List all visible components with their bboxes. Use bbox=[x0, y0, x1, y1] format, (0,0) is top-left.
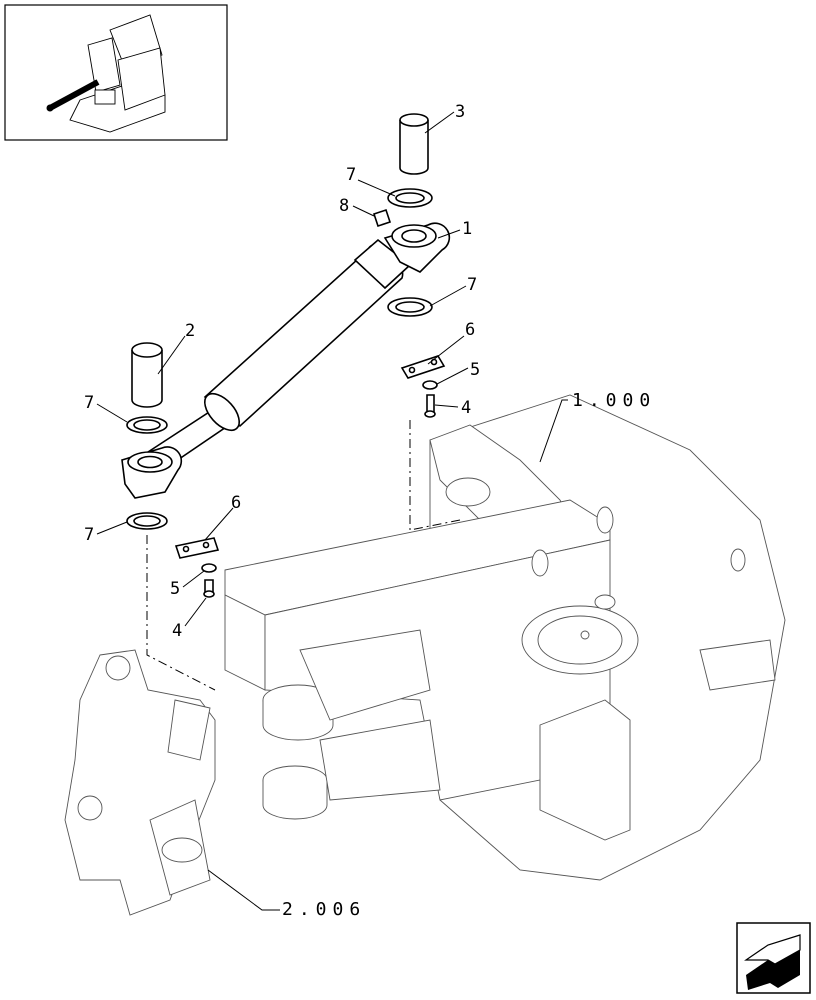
callout-3: 3 bbox=[455, 102, 465, 122]
next-page-arrow-icon[interactable] bbox=[736, 922, 811, 994]
callout-8: 8 bbox=[339, 196, 349, 216]
reference-swing-bracket-2006: 2.006 bbox=[282, 899, 366, 920]
callout-7: 7 bbox=[84, 393, 94, 413]
callout-7: 7 bbox=[346, 165, 356, 185]
alignment-lines bbox=[146, 420, 461, 691]
machine-location-thumbnail-icon bbox=[4, 4, 228, 141]
shim-washers bbox=[126, 188, 433, 530]
callout-5: 5 bbox=[170, 579, 180, 599]
callout-6: 6 bbox=[465, 320, 475, 340]
machine-frame bbox=[224, 394, 786, 881]
swing-bracket bbox=[64, 649, 216, 916]
grease-fitting bbox=[372, 208, 392, 228]
lock-plate-bottom bbox=[174, 537, 220, 559]
callouts: 3 7 8 1 7 6 5 4 2 7 7 6 5 4 bbox=[84, 102, 480, 641]
callout-2: 2 bbox=[185, 321, 195, 341]
hydraulic-cylinder bbox=[121, 222, 451, 499]
bolts-4 bbox=[203, 394, 436, 598]
callout-7: 7 bbox=[84, 525, 94, 545]
callout-5: 5 bbox=[470, 360, 480, 380]
callout-7: 7 bbox=[467, 275, 477, 295]
pin-bottom bbox=[131, 342, 163, 408]
callout-6: 6 bbox=[231, 493, 241, 513]
pin-top bbox=[399, 113, 429, 175]
reference-frame-1000: 1.000 bbox=[572, 390, 656, 411]
washers-5 bbox=[201, 380, 438, 573]
callout-4: 4 bbox=[461, 398, 471, 418]
callout-1: 1 bbox=[462, 219, 472, 239]
lock-plate-top bbox=[400, 355, 446, 379]
leader-lines bbox=[96, 111, 568, 911]
callout-4: 4 bbox=[172, 621, 182, 641]
